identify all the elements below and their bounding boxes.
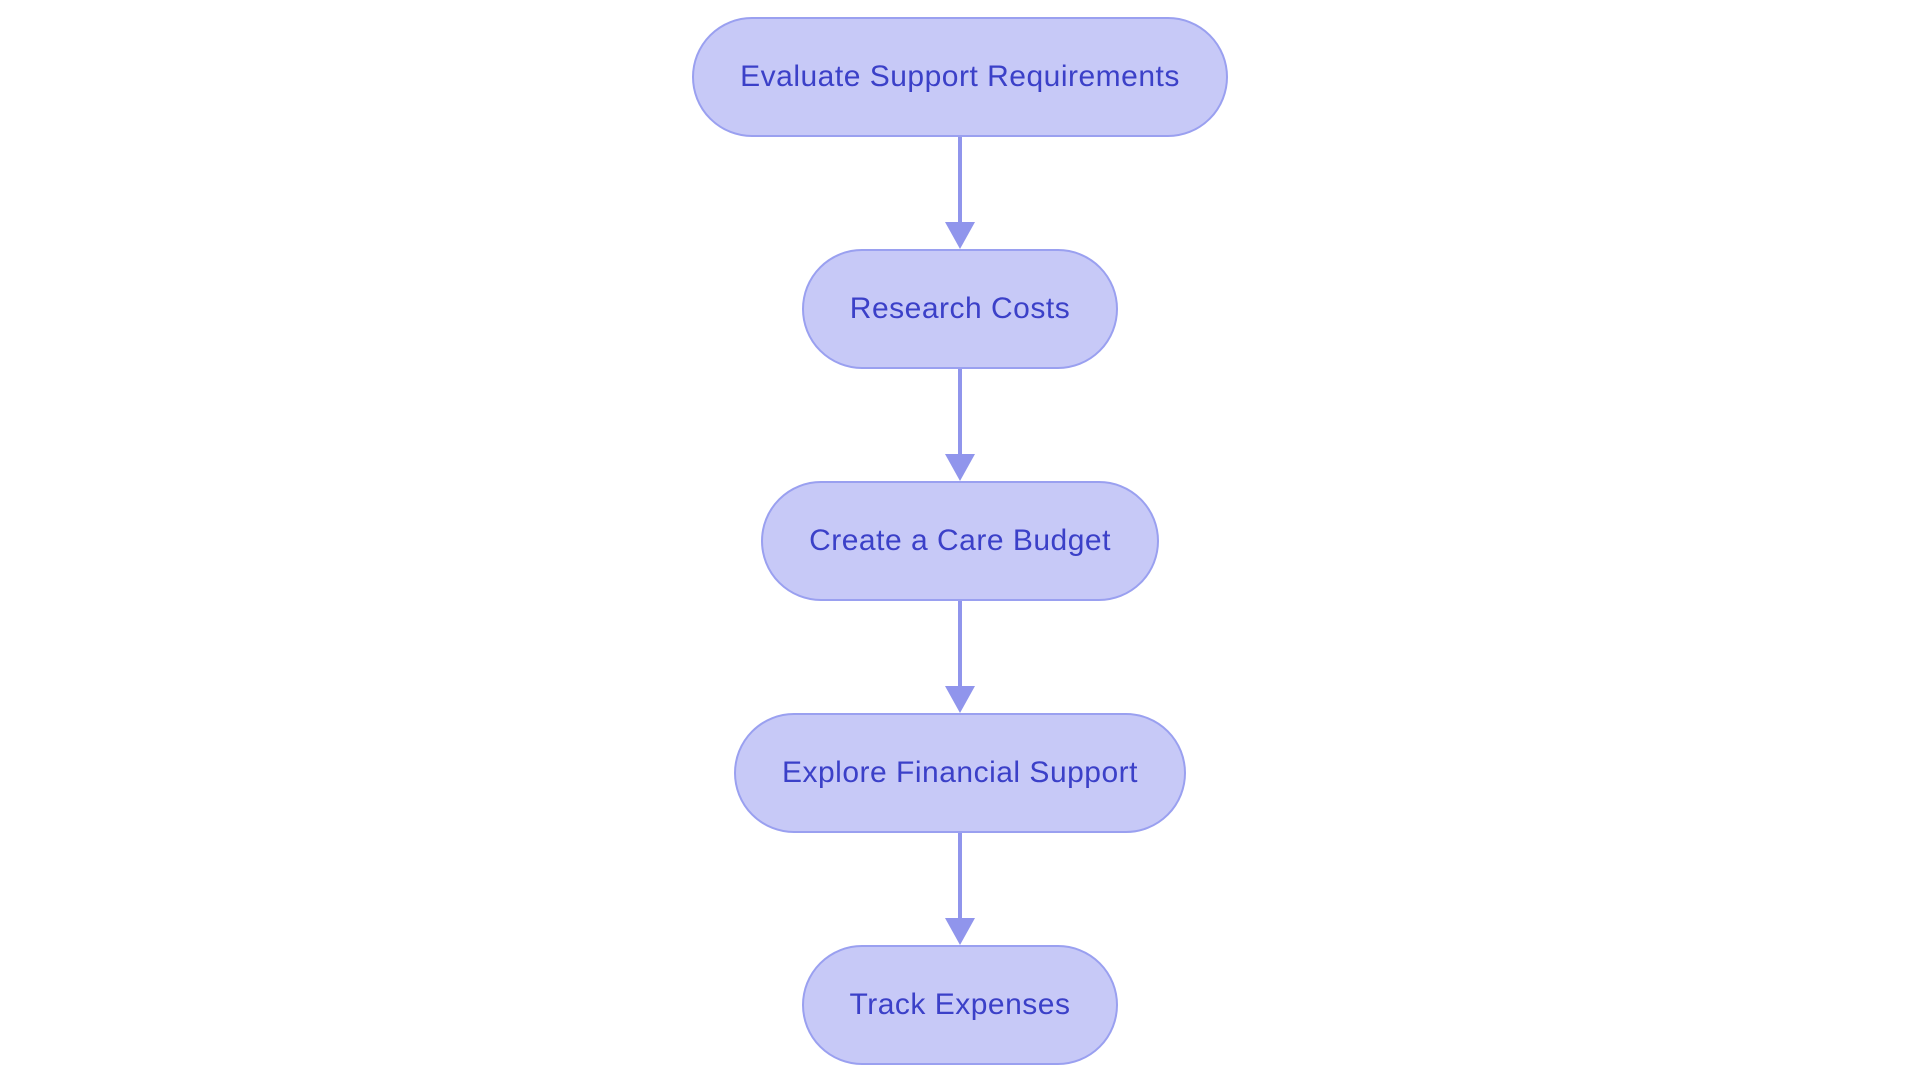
arrow-shaft bbox=[958, 833, 962, 918]
flow-arrow-4 bbox=[944, 833, 976, 945]
flow-arrow-2 bbox=[944, 369, 976, 481]
arrow-head-icon bbox=[945, 222, 975, 249]
flow-arrow-3 bbox=[944, 601, 976, 713]
arrow-head-icon bbox=[945, 686, 975, 713]
arrow-shaft bbox=[958, 369, 962, 454]
flow-arrow-1 bbox=[944, 137, 976, 249]
arrow-shaft bbox=[958, 601, 962, 686]
flow-node-track-expenses: Track Expenses bbox=[801, 945, 1119, 1065]
arrow-head-icon bbox=[945, 454, 975, 481]
flow-node-explore-financial-support: Explore Financial Support bbox=[733, 713, 1187, 833]
flow-node-evaluate-support-requirements: Evaluate Support Requirements bbox=[692, 17, 1228, 137]
flow-node-research-costs: Research Costs bbox=[801, 249, 1119, 369]
flow-node-create-a-care-budget: Create a Care Budget bbox=[761, 481, 1159, 601]
arrow-shaft bbox=[958, 137, 962, 222]
arrow-head-icon bbox=[945, 918, 975, 945]
